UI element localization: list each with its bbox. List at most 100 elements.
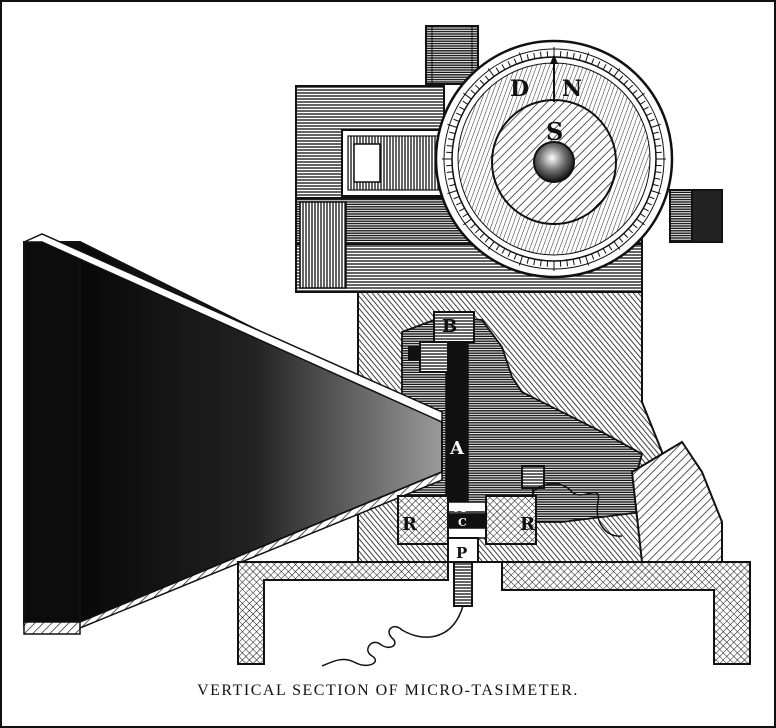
dial-tick (533, 259, 536, 266)
dial-tick (623, 233, 629, 239)
dial-tick (487, 241, 495, 250)
dial-tick (518, 255, 523, 266)
dial-tick (618, 237, 624, 243)
dial-tick (648, 196, 655, 200)
dial-tick (449, 183, 456, 187)
dial-tick (623, 79, 629, 85)
dial-tick (447, 123, 458, 128)
dial-tick (501, 248, 506, 254)
label-D: D (510, 76, 529, 102)
dial-tick (572, 259, 575, 266)
label-B: B (442, 316, 457, 337)
dial-tick (654, 138, 661, 141)
dial-tick (650, 190, 661, 195)
dial-tick (495, 244, 500, 251)
figure-caption: VERTICAL SECTION OF MICRO-TASIMETER. (197, 682, 579, 699)
dial-tick (479, 233, 485, 239)
dial-tick (578, 257, 582, 264)
label-C: C (458, 516, 467, 529)
dial-tick (585, 255, 590, 266)
dial-tick (596, 251, 601, 257)
dial-tick (655, 144, 662, 147)
dial-tick (459, 106, 465, 111)
dial-tick (608, 244, 613, 251)
dial-tick (608, 67, 613, 74)
dial-tick (463, 218, 472, 226)
letter-labels: D N S B A M C R R P (402, 76, 582, 562)
dial-tick (591, 253, 595, 260)
dial-tick (456, 201, 462, 206)
dial-tick (618, 75, 624, 81)
dial-tick (566, 260, 569, 267)
dial-tick (459, 207, 465, 212)
dial-tick (507, 61, 512, 67)
dial-tick (487, 68, 495, 77)
dial-tick (513, 253, 517, 260)
label-R-right: R (520, 514, 536, 535)
dial-tick (602, 248, 607, 254)
right-side-clamp (669, 189, 723, 243)
dial-tick (513, 58, 517, 65)
dial-tick (655, 171, 662, 174)
dial-tick (518, 52, 523, 63)
dial-tick (447, 190, 458, 195)
lead-wires (321, 483, 623, 667)
dial-tick (639, 213, 646, 218)
dial-tick (628, 228, 634, 234)
dial-tick (636, 218, 645, 226)
dial-tick (447, 177, 454, 180)
dial-tick (639, 100, 646, 105)
label-R-left: R (402, 514, 418, 535)
dial-tick (539, 260, 542, 267)
label-P: P (456, 544, 467, 562)
dial-tick (591, 58, 595, 65)
dial-tick (539, 51, 542, 58)
dial-tick (654, 177, 661, 180)
dial-tick (495, 67, 500, 74)
dial-tick (650, 123, 661, 128)
dial-tick (585, 52, 590, 63)
graduated-dial (434, 39, 674, 279)
dial-tick (463, 92, 472, 100)
dial-tick (636, 92, 645, 100)
dial-tick (462, 100, 469, 105)
dial-tick (643, 207, 649, 212)
dial-tick (613, 241, 621, 250)
dial-tick (646, 112, 652, 117)
dial-tick (453, 196, 460, 200)
dial-tick (628, 84, 634, 90)
label-S: S (546, 117, 563, 146)
dial-tick (613, 68, 621, 77)
dial-tick (652, 131, 659, 135)
dial-tick (533, 52, 536, 59)
dial-tick (446, 171, 453, 174)
dial-tick (474, 228, 480, 234)
dial-tick (632, 223, 638, 229)
dial-tick (652, 183, 659, 187)
label-A: A (449, 438, 465, 459)
dial-tick (453, 118, 460, 122)
dial-tick (484, 237, 490, 243)
dial-tick (648, 118, 655, 122)
dial-tick (447, 138, 454, 141)
label-N: N (562, 76, 582, 102)
dial-tick (646, 201, 652, 206)
dial-tick (456, 112, 462, 117)
dial-tick (526, 257, 530, 264)
dial-tick (572, 52, 575, 59)
dial-tick (470, 89, 476, 95)
dial-tick (470, 223, 476, 229)
dial-tick (462, 213, 469, 218)
dial-tick (596, 61, 601, 67)
dial-tick (526, 54, 530, 61)
dial-tick (578, 54, 582, 61)
dial-tick (449, 131, 456, 135)
dial-tick (566, 51, 569, 58)
dial-tick (632, 89, 638, 95)
dial-tick (602, 64, 607, 70)
dial-tick (474, 84, 480, 90)
dial-tick (479, 79, 485, 85)
top-adjusting-screw (425, 25, 479, 85)
